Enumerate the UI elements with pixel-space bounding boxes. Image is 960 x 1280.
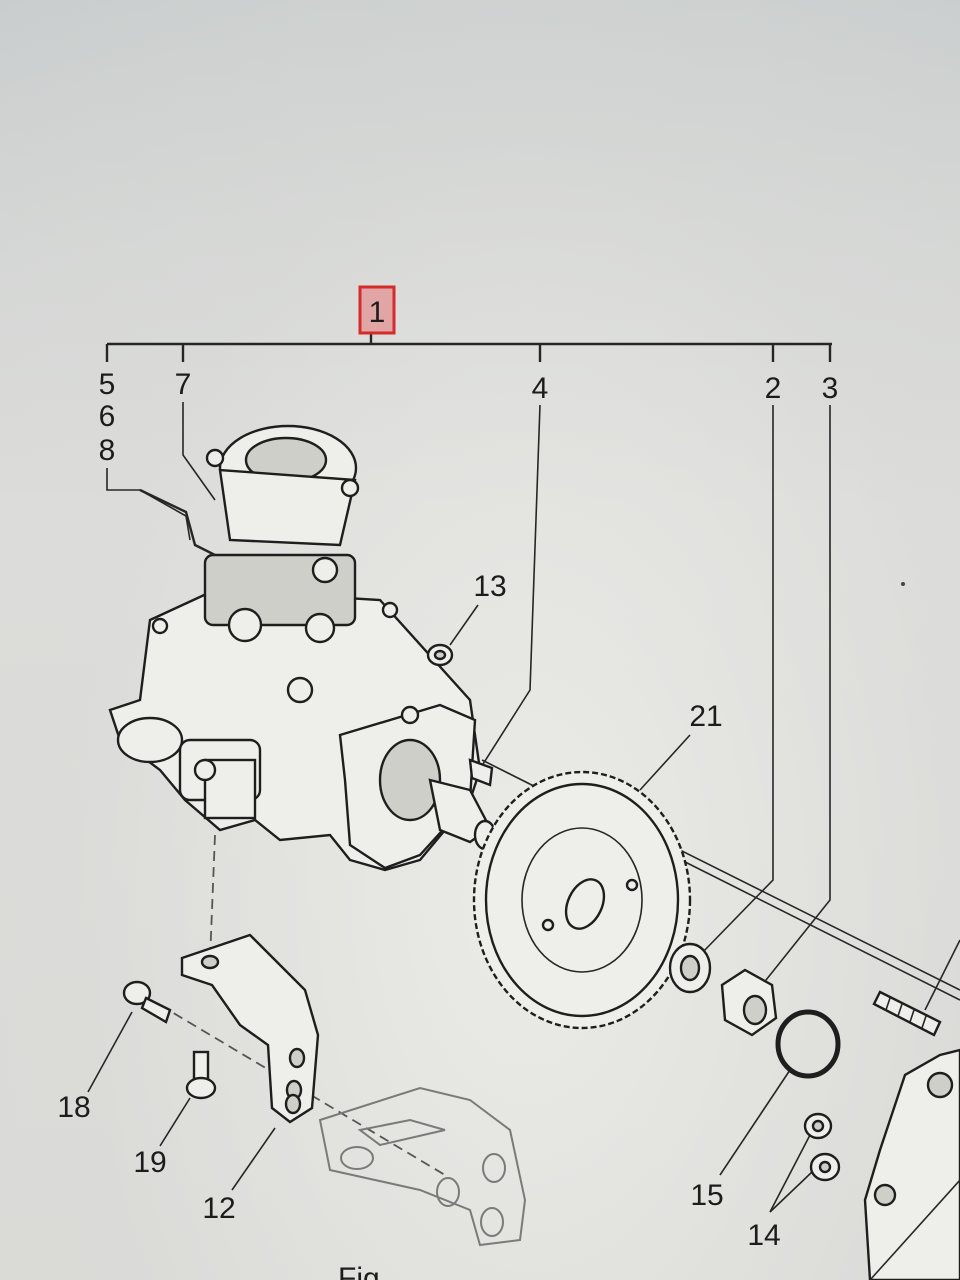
bolt-18[interactable]	[122, 980, 172, 1024]
nut-13[interactable]	[426, 643, 454, 667]
callout-bracket	[105, 334, 832, 362]
callout-5: 5	[99, 368, 116, 401]
callout-4: 4	[532, 372, 549, 405]
callout-19: 19	[133, 1146, 166, 1179]
stud-bolt[interactable]	[872, 990, 942, 1037]
page-speck	[901, 582, 905, 586]
main-callout-number: 1	[369, 296, 386, 329]
callout-18: 18	[57, 1091, 90, 1124]
support-bracket-12[interactable]	[180, 933, 320, 1124]
callout-13: 13	[473, 570, 506, 603]
gear-nut-3[interactable]	[720, 968, 778, 1037]
callout-12: 12	[202, 1192, 235, 1225]
callout-15: 15	[690, 1179, 723, 1212]
callout-3: 3	[822, 372, 839, 405]
main-callout-highlight[interactable]: 1	[358, 285, 396, 335]
injection-pump-assembly[interactable]	[108, 424, 497, 872]
lock-washer-2[interactable]	[668, 942, 712, 994]
callout-7: 7	[175, 368, 192, 401]
callout-21: 21	[689, 700, 722, 733]
woodruff-key-4[interactable]	[468, 758, 494, 787]
callout-14: 14	[747, 1219, 780, 1252]
leader-lines	[87, 402, 831, 1213]
callout-2: 2	[765, 372, 782, 405]
o-ring-15[interactable]	[775, 1009, 841, 1079]
nuts-14[interactable]	[803, 1112, 841, 1182]
bolt-19[interactable]	[185, 1050, 217, 1100]
footer-fig-label: Fig.	[338, 1262, 388, 1280]
timing-gear-21[interactable]	[472, 770, 692, 1030]
reference-bracket-ghost	[318, 1086, 527, 1247]
gear-case-partial	[863, 939, 960, 1280]
callout-6: 6	[99, 400, 116, 433]
callout-8: 8	[99, 434, 116, 467]
